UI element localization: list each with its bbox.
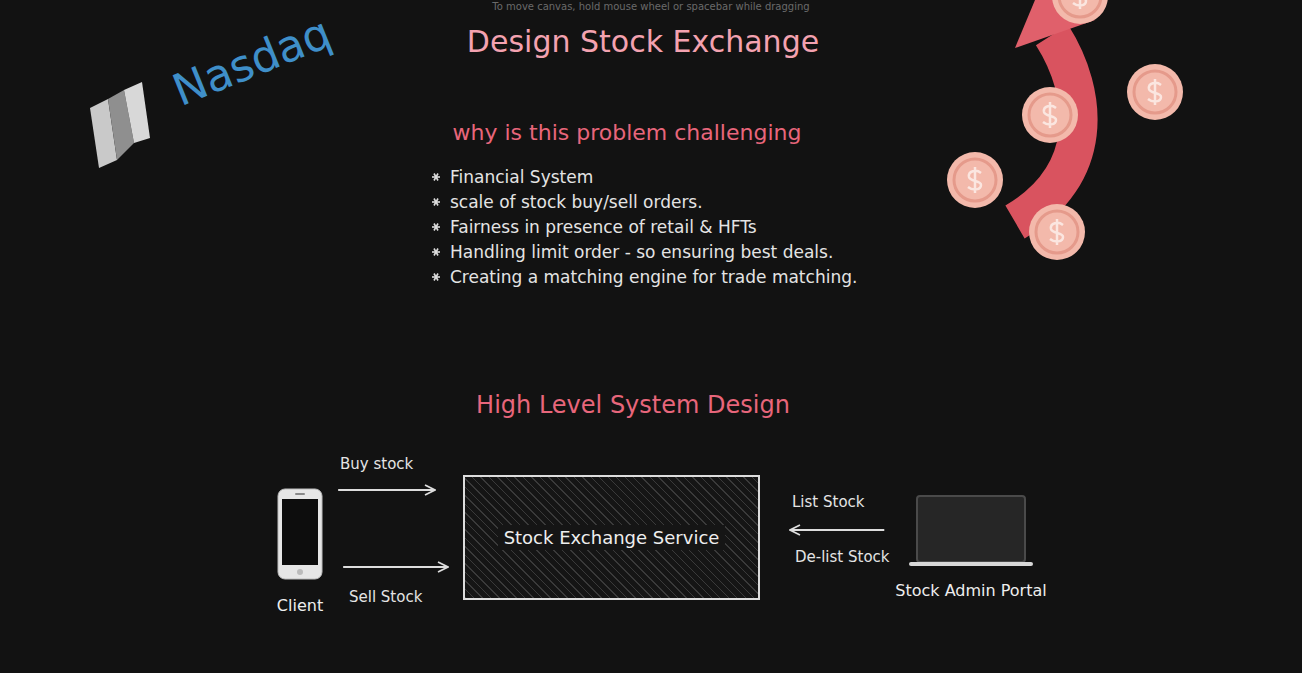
section-heading: why is this problem challenging bbox=[453, 120, 802, 146]
dollar-sign bbox=[1148, 79, 1161, 105]
laptop-base bbox=[909, 562, 1033, 566]
arrow-label: De-list Stock bbox=[795, 548, 890, 566]
laptop-screen bbox=[917, 496, 1025, 562]
phone-screen bbox=[282, 499, 318, 565]
coin bbox=[1029, 204, 1085, 260]
coin-face bbox=[1022, 87, 1078, 143]
phone-body bbox=[278, 489, 322, 579]
bullet-mark bbox=[432, 199, 440, 206]
coins bbox=[947, 0, 1183, 260]
box-label: Stock Exchange Service bbox=[498, 525, 726, 551]
coin-ring bbox=[1036, 211, 1078, 253]
logo-bar bbox=[124, 82, 150, 143]
flow-arrow bbox=[343, 566, 448, 568]
dollar-sign bbox=[1043, 102, 1056, 128]
admin-laptop: Stock Admin Portal bbox=[895, 495, 1046, 600]
rising-arrow bbox=[1015, 0, 1095, 222]
dollar-sign bbox=[1050, 219, 1063, 245]
bullet-text: Creating a matching engine for trade mat… bbox=[450, 267, 857, 287]
coin-ring bbox=[1029, 94, 1071, 136]
coin-ring bbox=[1059, 0, 1101, 17]
coin bbox=[947, 152, 1003, 208]
bullet-text: Handling limit order - so ensuring best … bbox=[450, 242, 833, 262]
phone-speaker bbox=[295, 493, 305, 495]
laptop-icon bbox=[909, 495, 1033, 569]
client-phone: Client bbox=[277, 488, 323, 615]
arrow-label: Sell Stock bbox=[349, 588, 422, 606]
flow-arrow bbox=[790, 529, 884, 531]
arrow-body bbox=[1015, 35, 1079, 222]
phone-button bbox=[297, 569, 303, 575]
coin bbox=[1052, 0, 1108, 24]
bullet-mark bbox=[432, 224, 440, 231]
bullet-text: Financial System bbox=[450, 167, 593, 187]
canvas-hint: To move canvas, hold mouse wheel or spac… bbox=[492, 1, 809, 13]
flow-arrow bbox=[338, 489, 435, 491]
bullet-marks bbox=[432, 174, 440, 281]
coin-face bbox=[1052, 0, 1108, 24]
logo-wordmark: Nasdaq bbox=[165, 7, 338, 118]
arrow-label: List Stock bbox=[792, 493, 865, 511]
icon-caption: Stock Admin Portal bbox=[895, 581, 1046, 600]
bullet-text: scale of stock buy/sell orders. bbox=[450, 192, 703, 212]
bullet-mark bbox=[432, 249, 440, 256]
dollar-sign bbox=[968, 167, 981, 193]
section-heading: High Level System Design bbox=[476, 391, 790, 420]
bullet-text: Fairness in presence of retail & HFTs bbox=[450, 217, 757, 237]
page-title: Design Stock Exchange bbox=[467, 24, 819, 60]
coin-ring bbox=[1134, 71, 1176, 113]
phone-icon bbox=[277, 488, 323, 580]
coin-face bbox=[1127, 64, 1183, 120]
bullet-mark bbox=[432, 174, 440, 181]
coin-face bbox=[1029, 204, 1085, 260]
icon-caption: Client bbox=[277, 596, 323, 615]
coin-face bbox=[947, 152, 1003, 208]
service-box: Stock Exchange Service bbox=[463, 475, 760, 600]
coin bbox=[1127, 64, 1183, 120]
dollar-sign bbox=[1073, 0, 1086, 9]
coin bbox=[1022, 87, 1078, 143]
bullet-mark bbox=[432, 274, 440, 281]
coin-ring bbox=[954, 159, 996, 201]
arrow-label: Buy stock bbox=[340, 455, 413, 473]
nasdaq-logo-mark bbox=[90, 82, 150, 168]
